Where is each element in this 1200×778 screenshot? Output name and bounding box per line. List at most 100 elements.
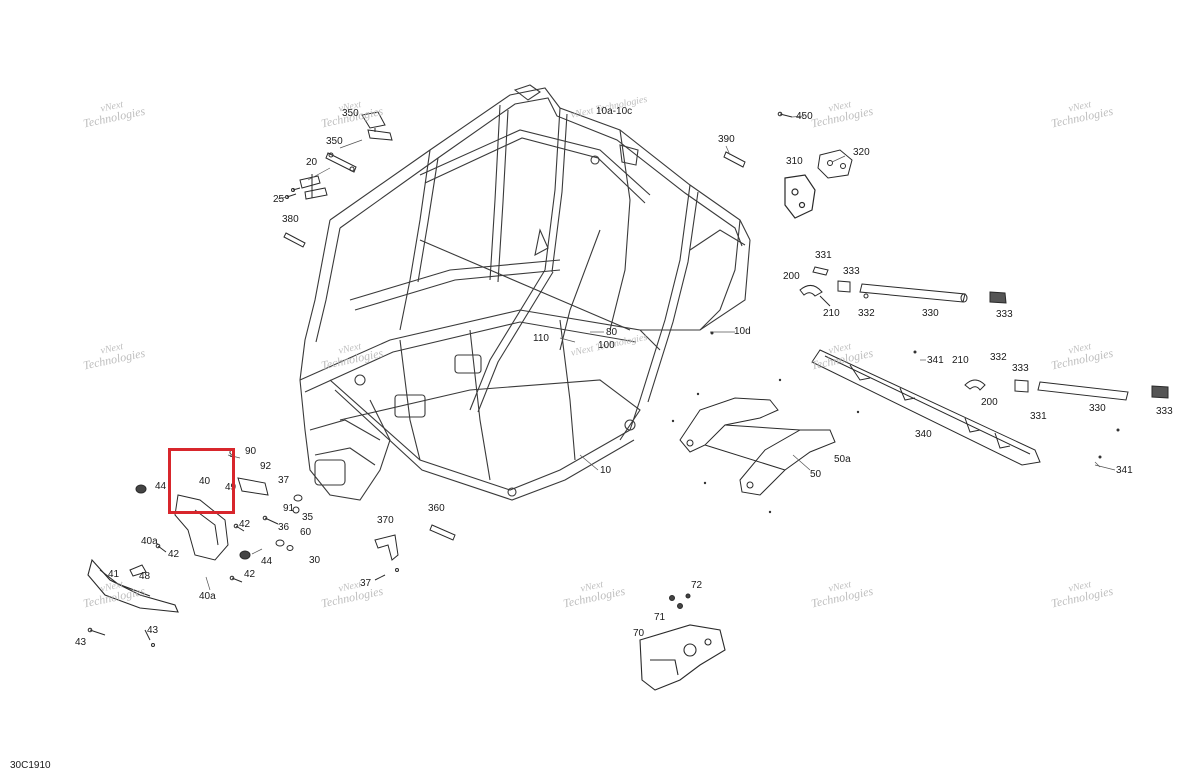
callout-41[interactable]: 41: [108, 569, 120, 580]
callout-20[interactable]: 20: [306, 157, 318, 168]
callout-30[interactable]: 30: [309, 555, 321, 566]
callout-333[interactable]: 333: [996, 309, 1013, 320]
callout-340[interactable]: 340: [915, 429, 932, 440]
callout-42[interactable]: 42: [168, 549, 180, 560]
bolt-450[interactable]: [777, 111, 793, 118]
callout-70[interactable]: 70: [633, 628, 645, 639]
callout-92[interactable]: 92: [260, 461, 272, 472]
bolt-25[interactable]: [285, 187, 301, 199]
callout-42[interactable]: 42: [244, 569, 256, 580]
main-frame[interactable]: [299, 84, 751, 501]
callout-350[interactable]: 350: [326, 136, 343, 147]
callout-71[interactable]: 71: [654, 612, 666, 623]
callout-341[interactable]: 341: [927, 355, 944, 366]
callout-310[interactable]: 310: [786, 156, 803, 167]
highlight-box[interactable]: [168, 448, 235, 514]
callout-49[interactable]: 49: [225, 482, 237, 493]
bracket-350-upper[interactable]: [361, 111, 393, 141]
tube-330-lower[interactable]: [1037, 381, 1129, 401]
strap-380[interactable]: [283, 232, 306, 248]
callout-37[interactable]: 37: [360, 578, 372, 589]
callout-350[interactable]: 350: [342, 108, 359, 119]
bracket-360[interactable]: [429, 524, 456, 541]
callout-210[interactable]: 210: [823, 308, 840, 319]
callout-50a[interactable]: 50a: [834, 454, 851, 465]
callout-332[interactable]: 332: [858, 308, 875, 319]
cap-333-lower-right[interactable]: [1151, 385, 1169, 399]
callout-36[interactable]: 36: [278, 522, 290, 533]
cap-333-left[interactable]: [837, 280, 851, 293]
plate-310[interactable]: [784, 174, 816, 219]
callout-10[interactable]: 10: [600, 465, 612, 476]
callout-390[interactable]: 390: [718, 134, 735, 145]
callout-43[interactable]: 43: [75, 637, 87, 648]
clamp-200-lower[interactable]: [964, 379, 986, 391]
washer-30[interactable]: [275, 539, 294, 551]
bolt-group-43[interactable]: [87, 627, 155, 647]
callout-42[interactable]: 42: [239, 519, 251, 530]
bolt-36[interactable]: [262, 515, 279, 525]
callout-90[interactable]: 90: [245, 446, 257, 457]
callout-60[interactable]: 60: [300, 527, 312, 538]
callout-332[interactable]: 332: [990, 352, 1007, 363]
nut-332[interactable]: [863, 293, 869, 299]
bracket-320[interactable]: [817, 149, 853, 179]
nut-group-71-72[interactable]: [669, 593, 691, 609]
callout-331[interactable]: 331: [1030, 411, 1047, 422]
callout-80[interactable]: 80: [606, 327, 618, 338]
callout-48[interactable]: 48: [139, 571, 151, 582]
callout-360[interactable]: 360: [428, 503, 445, 514]
callout-370[interactable]: 370: [377, 515, 394, 526]
bolt-37-lower[interactable]: [374, 568, 399, 581]
callout-43[interactable]: 43: [147, 625, 159, 636]
bushing-44-left[interactable]: [135, 484, 147, 494]
clamp-200[interactable]: [799, 285, 823, 297]
callout-110[interactable]: 110: [533, 333, 549, 344]
bolt-210[interactable]: [819, 295, 831, 307]
bracket-350[interactable]: [325, 152, 357, 173]
callout-341[interactable]: 341: [1116, 465, 1133, 476]
cap-333-right[interactable]: [989, 291, 1007, 304]
callout-44[interactable]: 44: [155, 481, 167, 492]
bumper-41[interactable]: [87, 558, 179, 613]
callout-320[interactable]: 320: [853, 147, 870, 158]
callout-333[interactable]: 333: [1156, 406, 1173, 417]
callout-333[interactable]: 333: [1012, 363, 1029, 374]
pin-20[interactable]: [299, 174, 328, 200]
callout-200[interactable]: 200: [981, 397, 998, 408]
callout-450[interactable]: 450: [796, 111, 813, 122]
callout-40a[interactable]: 40a: [199, 591, 216, 602]
callout-72[interactable]: 72: [691, 580, 703, 591]
callout-91[interactable]: 91: [283, 503, 295, 514]
callout-25[interactable]: 25: [273, 194, 285, 205]
cap-333-lower-left[interactable]: [1014, 379, 1029, 393]
bracket-48[interactable]: [129, 564, 147, 577]
callout-331[interactable]: 331: [815, 250, 832, 261]
callout-330[interactable]: 330: [1089, 403, 1106, 414]
callout-100[interactable]: 100: [598, 340, 615, 351]
callout-210[interactable]: 210: [952, 355, 969, 366]
callout-200[interactable]: 200: [783, 271, 800, 282]
callout-44[interactable]: 44: [261, 556, 273, 567]
callout-330[interactable]: 330: [922, 308, 939, 319]
bushing-37[interactable]: [292, 494, 303, 514]
callout-10d[interactable]: 10d: [734, 326, 751, 337]
callout-9[interactable]: 9: [229, 449, 235, 460]
callout-40[interactable]: 40: [199, 476, 211, 487]
plate-92[interactable]: [237, 477, 269, 496]
skid-plate-70[interactable]: [639, 624, 726, 691]
bolt-group-42[interactable]: [155, 523, 245, 583]
tube-330-upper[interactable]: [859, 283, 968, 303]
bushing-44-lower[interactable]: [239, 550, 251, 560]
callout-10a-10c[interactable]: 10a-10c: [596, 106, 633, 117]
bracket-40[interactable]: [174, 494, 229, 561]
callout-37[interactable]: 37: [278, 475, 290, 486]
bracket-370[interactable]: [374, 534, 399, 561]
callout-40a[interactable]: 40a: [141, 536, 158, 547]
callout-380[interactable]: 380: [282, 214, 299, 225]
bracket-390[interactable]: [723, 151, 746, 168]
clip-331[interactable]: [812, 266, 829, 276]
crossbeam-340[interactable]: [811, 349, 1041, 466]
callout-333[interactable]: 333: [843, 266, 860, 277]
callout-50[interactable]: 50: [810, 469, 822, 480]
